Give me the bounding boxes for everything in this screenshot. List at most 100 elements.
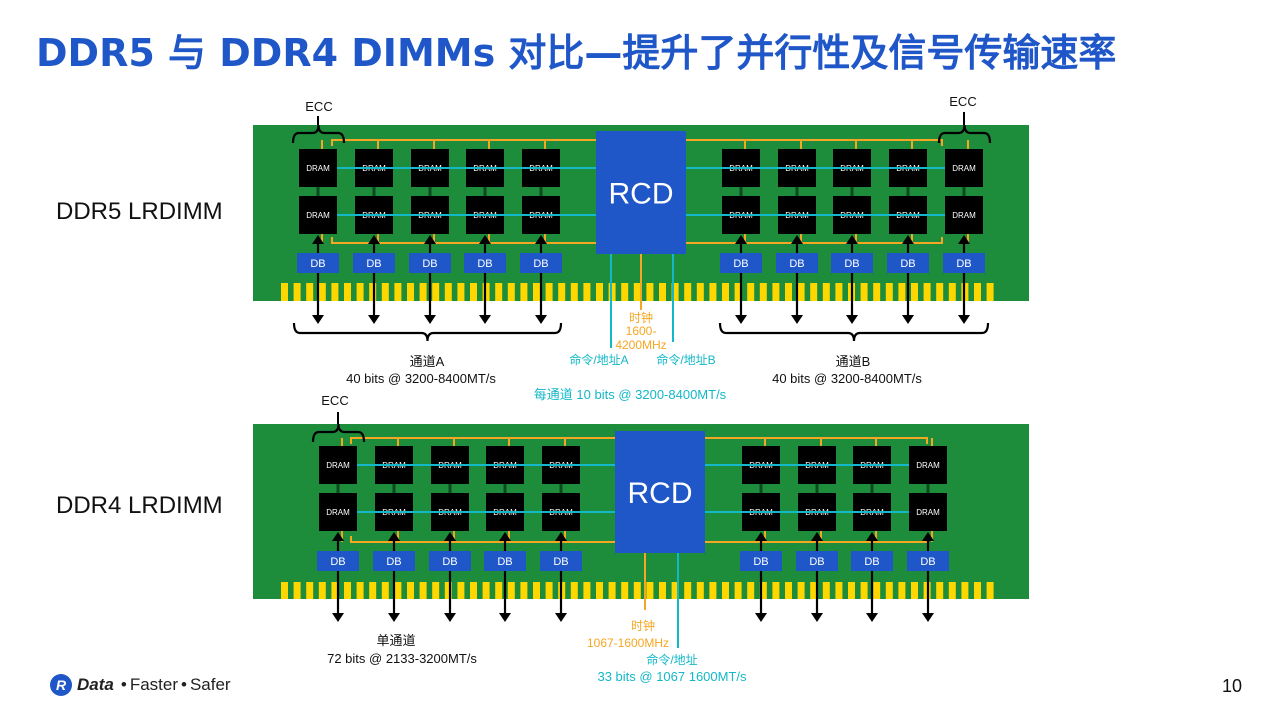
ecc-label-ddr4: ECC [321,393,348,408]
db-to-dram-arrow-head [958,235,970,244]
gold-pin [835,582,843,599]
db-output-arrow-head [846,315,858,324]
dram-chip-label: DRAM [952,164,976,173]
data-buffer-body [297,253,339,273]
data-buffer-body [943,253,985,273]
dram-chip-label: DRAM [326,508,350,517]
ddr5-module-label: DDR5 LRDIMM [56,198,223,225]
gold-pin [671,582,679,599]
dram-chip-body [299,196,337,234]
gold-pin [734,582,742,599]
data-buffer-label: DB [442,556,457,568]
gold-pin [608,283,616,301]
gold-pin [936,582,944,599]
gold-pin [381,283,389,301]
gold-pin [722,283,729,301]
gold-pin [545,582,553,599]
ddr4-clock-bus-left-bottom [350,536,615,543]
gold-pin [633,582,641,599]
gold-pin [520,283,528,301]
gold-pin [570,582,578,599]
dram-chip-body [945,196,983,234]
data-buffer: DB [484,551,526,571]
dram-chip: DRAM [909,493,947,531]
db-output-arrow-head [755,613,767,622]
gold-pin [570,283,578,301]
ddr5-clock-freq-2: 4200MHz [615,338,666,352]
gold-pin [986,582,994,599]
data-buffer-label: DB [422,258,437,270]
gold-pin [747,582,755,599]
gold-pin [596,582,603,599]
db-output-arrow-head [922,613,934,622]
db-output-arrow-head [811,613,823,622]
gold-pin [533,582,540,599]
gold-pin [520,582,528,599]
gold-pin [797,283,805,301]
db-to-dram-arrow-head [866,532,878,541]
gold-pin [822,283,830,301]
gold-pin [722,582,729,599]
data-buffer-body [429,551,471,571]
db-output-arrow-head [388,613,400,622]
db-output-arrow-head [312,315,324,324]
db-output-arrow-head [866,613,878,622]
ddr5-rcd: RCD [596,131,686,254]
data-buffer: DB [464,253,506,273]
data-buffer-body [831,253,873,273]
db-to-dram-arrow-head [444,532,456,541]
ddr5-clock-bus-right-top [686,139,943,146]
ddr4-clock-bus-right-top [705,437,928,444]
data-buffer-label: DB [477,258,492,270]
gold-pin [633,283,641,301]
data-buffer: DB [297,253,339,273]
separator-dot: • [120,675,127,694]
ddr5-cmd-b-label: 命令/地址B [656,352,715,367]
data-buffer-body [484,551,526,571]
data-buffer-label: DB [366,258,381,270]
db-to-dram-arrow-head [791,235,803,244]
gold-pin [659,283,666,301]
db-to-dram-arrow-head [479,235,491,244]
data-buffer-body [464,253,506,273]
db-output-arrow-head [791,315,803,324]
rcd-chip-label: RCD [628,477,693,510]
data-buffer: DB [831,253,873,273]
ddr5-clock-label: 时钟 [629,310,653,325]
single-channel-spec: 72 bits @ 2133-3200MT/s [327,651,477,666]
slide-title: DDR5 与 DDR4 DIMMs 对比—提升了并行性及信号传输速率 [36,31,1117,75]
data-buffer-label: DB [900,258,915,270]
gold-pin [873,283,881,301]
gold-pin [671,283,679,301]
db-output-arrow-head [499,613,511,622]
ddr4-clock-label: 时钟 [631,618,655,633]
gold-pin [759,582,767,599]
data-buffer-body [353,253,395,273]
data-buffer-label: DB [956,258,971,270]
brand-logo-icon: R [50,674,72,696]
db-to-dram-arrow-head [535,235,547,244]
ddr5-clock-bus-right-bottom [686,237,943,244]
dram-chip-body [319,493,357,531]
db-output-arrow-head [535,315,547,324]
gold-pin [898,582,906,599]
gold-pin [394,283,402,301]
gold-pin [948,283,956,301]
gold-pin [495,582,503,599]
gold-pin [974,582,981,599]
gold-pin [948,582,956,599]
gold-pin [835,283,843,301]
db-to-dram-arrow-head [388,532,400,541]
data-buffer-body [409,253,451,273]
data-buffer-body [907,551,949,571]
db-output-arrow-head [444,613,456,622]
gold-pin [898,283,906,301]
gold-pin [772,582,780,599]
dram-chip-label: DRAM [916,461,940,470]
gold-pin [621,283,629,301]
ddr5-clock-bus-left-bottom [331,237,596,244]
gold-pin [709,283,717,301]
data-buffer-label: DB [553,556,568,568]
dram-chip: DRAM [945,149,983,187]
channel-a-spec: 40 bits @ 3200-8400MT/s [346,371,496,386]
